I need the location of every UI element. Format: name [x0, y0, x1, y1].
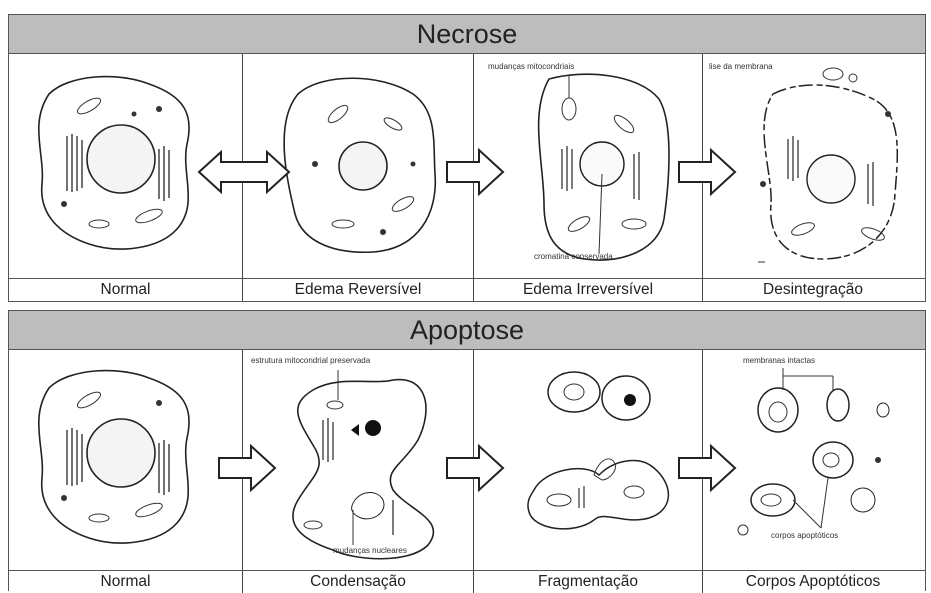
- apoptose-captions: Normal Condensação Fragmentação Corpos A…: [9, 570, 925, 593]
- fragmentation-illustration: [474, 350, 703, 570]
- irreversible-edema-illustration: [474, 54, 703, 278]
- annotation-membrane-lysis: lise da membrana: [709, 62, 773, 71]
- annotation-nuclear-changes: mudanças nucleares: [333, 546, 407, 555]
- apoptose-cell-condensacao: estrutura mitocondrial preservada mudanç…: [243, 350, 474, 570]
- condensation-illustration: [243, 350, 474, 570]
- annotation-apoptotic-bodies: corpos apoptóticos: [771, 531, 838, 540]
- caption-fragmentacao: Fragmentação: [474, 571, 703, 593]
- annotation-mitochondrial-preserved: estrutura mitocondrial preservada: [251, 356, 370, 365]
- apoptose-cell-normal: [9, 350, 243, 570]
- caption-edema-irreversivel: Edema Irreversível: [474, 279, 703, 301]
- apoptose-cell-corpos: membranas intactas corpos apoptóticos: [703, 350, 923, 570]
- caption-normal: Normal: [9, 571, 243, 593]
- caption-condensacao: Condensação: [243, 571, 474, 593]
- necrose-cell-normal: [9, 54, 243, 278]
- annotation-mitochondrial-changes: mudanças mitocondriais: [488, 62, 574, 71]
- disintegration-illustration: [703, 54, 923, 278]
- caption-edema-reversivel: Edema Reversível: [243, 279, 474, 301]
- necrose-captions: Normal Edema Reversível Edema Irreversív…: [9, 278, 925, 301]
- apoptose-title: Apoptose: [410, 315, 524, 346]
- necrose-title-bar: Necrose: [9, 15, 925, 54]
- necrose-cell-edema-reversivel: [243, 54, 474, 278]
- apoptose-panel: Apoptose: [8, 310, 926, 591]
- annotation-intact-membranes: membranas intactas: [743, 356, 815, 365]
- reversible-edema-illustration: [243, 54, 474, 278]
- apoptose-cell-fragmentacao: [474, 350, 703, 570]
- caption-normal: Normal: [9, 279, 243, 301]
- normal-cell-illustration: [9, 350, 243, 570]
- necrose-cell-desintegracao: lise da membrana: [703, 54, 923, 278]
- caption-corpos-apoptoticos: Corpos Apoptóticos: [703, 571, 923, 593]
- necrose-cell-edema-irreversivel: mudanças mitocondriais cromatina conserv…: [474, 54, 703, 278]
- normal-cell-illustration: [9, 54, 243, 278]
- necrose-title: Necrose: [417, 19, 518, 50]
- caption-desintegracao: Desintegração: [703, 279, 923, 301]
- apoptose-title-bar: Apoptose: [9, 311, 925, 350]
- necrose-panel: Necrose: [8, 14, 926, 302]
- annotation-chromatin-preserved: cromatina conservada: [534, 252, 613, 261]
